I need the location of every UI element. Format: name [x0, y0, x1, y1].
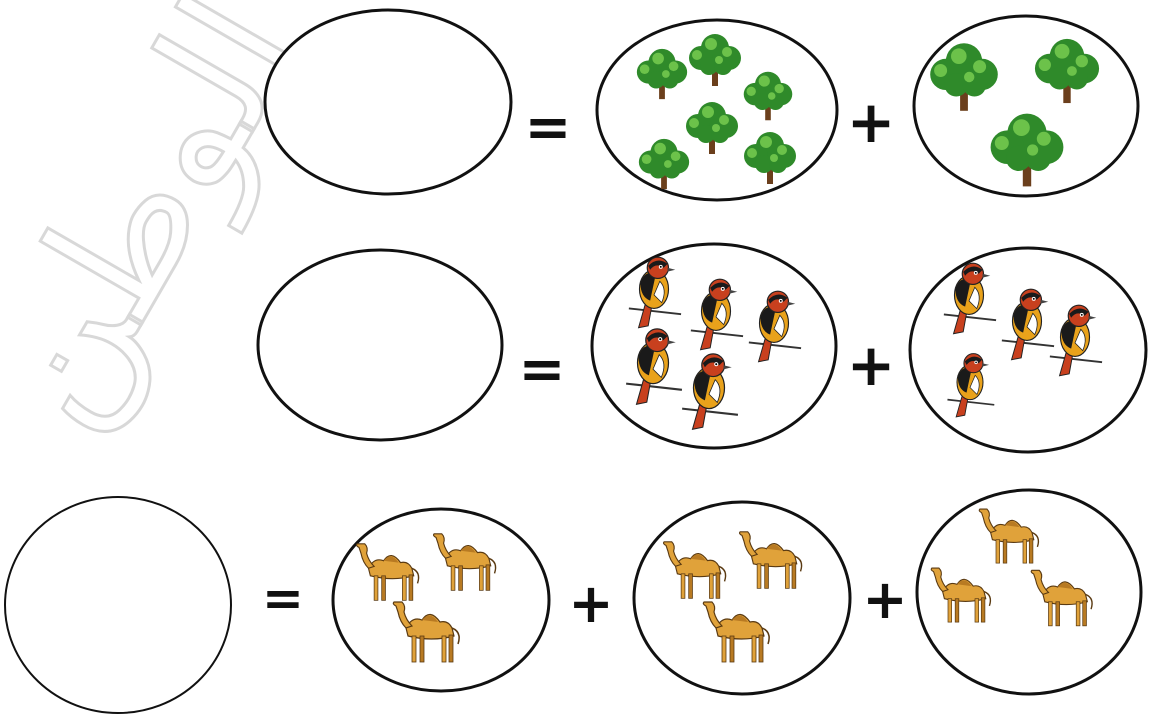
- group-circle: [632, 500, 852, 696]
- answer-circle[interactable]: [263, 8, 513, 196]
- plus-sign: +: [568, 572, 613, 635]
- group-circle: [590, 242, 838, 450]
- equals-sign: =: [519, 337, 566, 402]
- exercise-row-birds: = +: [256, 242, 1148, 454]
- plus-sign: +: [862, 568, 907, 631]
- answer-circle[interactable]: [4, 496, 232, 714]
- answer-circle[interactable]: [256, 248, 504, 442]
- group-circle: [331, 507, 551, 693]
- plus-sign: +: [847, 88, 896, 156]
- equals-sign: =: [525, 95, 572, 160]
- exercise-row-trees: = +: [263, 8, 1140, 202]
- exercise-row-camels: = + +: [4, 488, 1143, 714]
- equals-sign: =: [262, 569, 304, 627]
- plus-sign: +: [847, 331, 896, 399]
- group-circle: [908, 246, 1148, 454]
- group-circle: [915, 488, 1143, 696]
